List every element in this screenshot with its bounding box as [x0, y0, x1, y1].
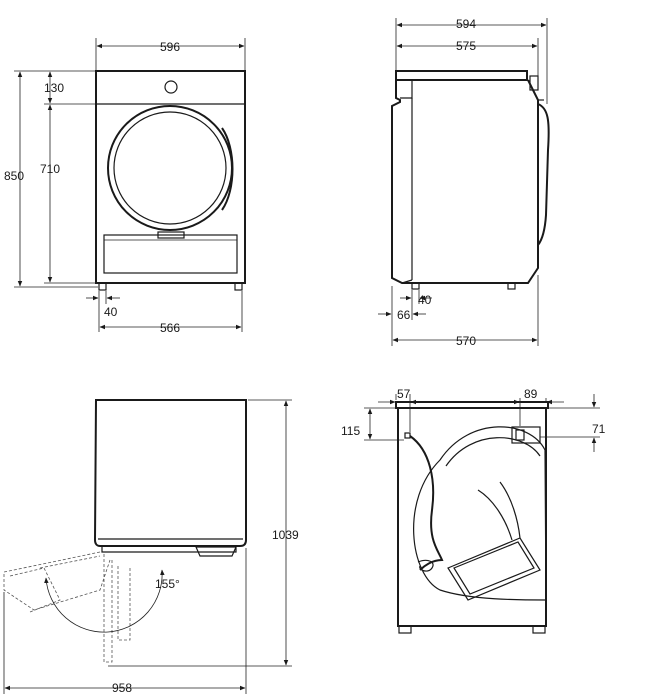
- front-view: 596 850 130 710 40 566: [4, 38, 246, 335]
- dim-back-hose-x: 57: [397, 387, 411, 401]
- dim-front-top-panel: 130: [44, 81, 64, 95]
- dim-side-base-depth: 570: [456, 334, 476, 348]
- door-outer: [107, 105, 233, 231]
- back-top-panel: [395, 401, 549, 409]
- dim-back-outlet-y: 71: [592, 422, 606, 436]
- top-door-handle: [195, 546, 237, 557]
- dim-back-outlet-x: 89: [524, 387, 538, 401]
- side-body: [391, 79, 539, 284]
- dim-side-depth-total: 594: [456, 17, 476, 31]
- side-top-panel: [395, 70, 528, 81]
- side-foot-back: [507, 282, 516, 290]
- program-knob: [164, 80, 178, 94]
- front-foot-left: [98, 282, 107, 291]
- side-door-hinge: [529, 75, 539, 91]
- front-foot-right: [234, 282, 243, 291]
- side-view: 594 575 40 66 570: [378, 17, 550, 348]
- top-view: 155° 1039 958: [3, 399, 299, 695]
- top-door-open: [3, 551, 111, 611]
- dim-top-swing-width: 958: [112, 681, 132, 695]
- side-foot-front: [411, 282, 420, 290]
- door-swing-arc: [44, 569, 165, 633]
- dim-side-foot-setback: 40: [418, 293, 432, 307]
- dim-front-height-total: 850: [4, 169, 24, 183]
- dim-door-angle: 155°: [155, 577, 180, 591]
- door-inner: [113, 111, 227, 225]
- dim-front-width: 596: [160, 40, 180, 54]
- top-door-closed: [101, 546, 237, 553]
- back-drain-hose: [409, 435, 444, 571]
- back-foot-right: [532, 625, 546, 634]
- dim-back-hose-y: 115: [341, 424, 360, 438]
- back-condenser: [447, 537, 541, 601]
- dim-side-depth-body: 575: [456, 39, 476, 53]
- back-outlet: [511, 426, 541, 444]
- back-view: 57 115 89 71: [341, 387, 606, 634]
- dim-side-foot-offset: 66: [397, 308, 411, 322]
- dim-front-foot-span: 566: [160, 321, 180, 335]
- dim-front-door-height: 710: [40, 162, 60, 176]
- dim-front-foot-offset: 40: [104, 305, 118, 319]
- door-handle: [221, 127, 234, 211]
- back-drum: [413, 426, 547, 601]
- front-body: [95, 70, 246, 284]
- dim-top-open-depth: 1039: [272, 528, 299, 542]
- back-foot-left: [398, 625, 412, 634]
- side-door: [537, 103, 550, 246]
- top-body: [93, 399, 247, 547]
- base-panel: [103, 234, 238, 274]
